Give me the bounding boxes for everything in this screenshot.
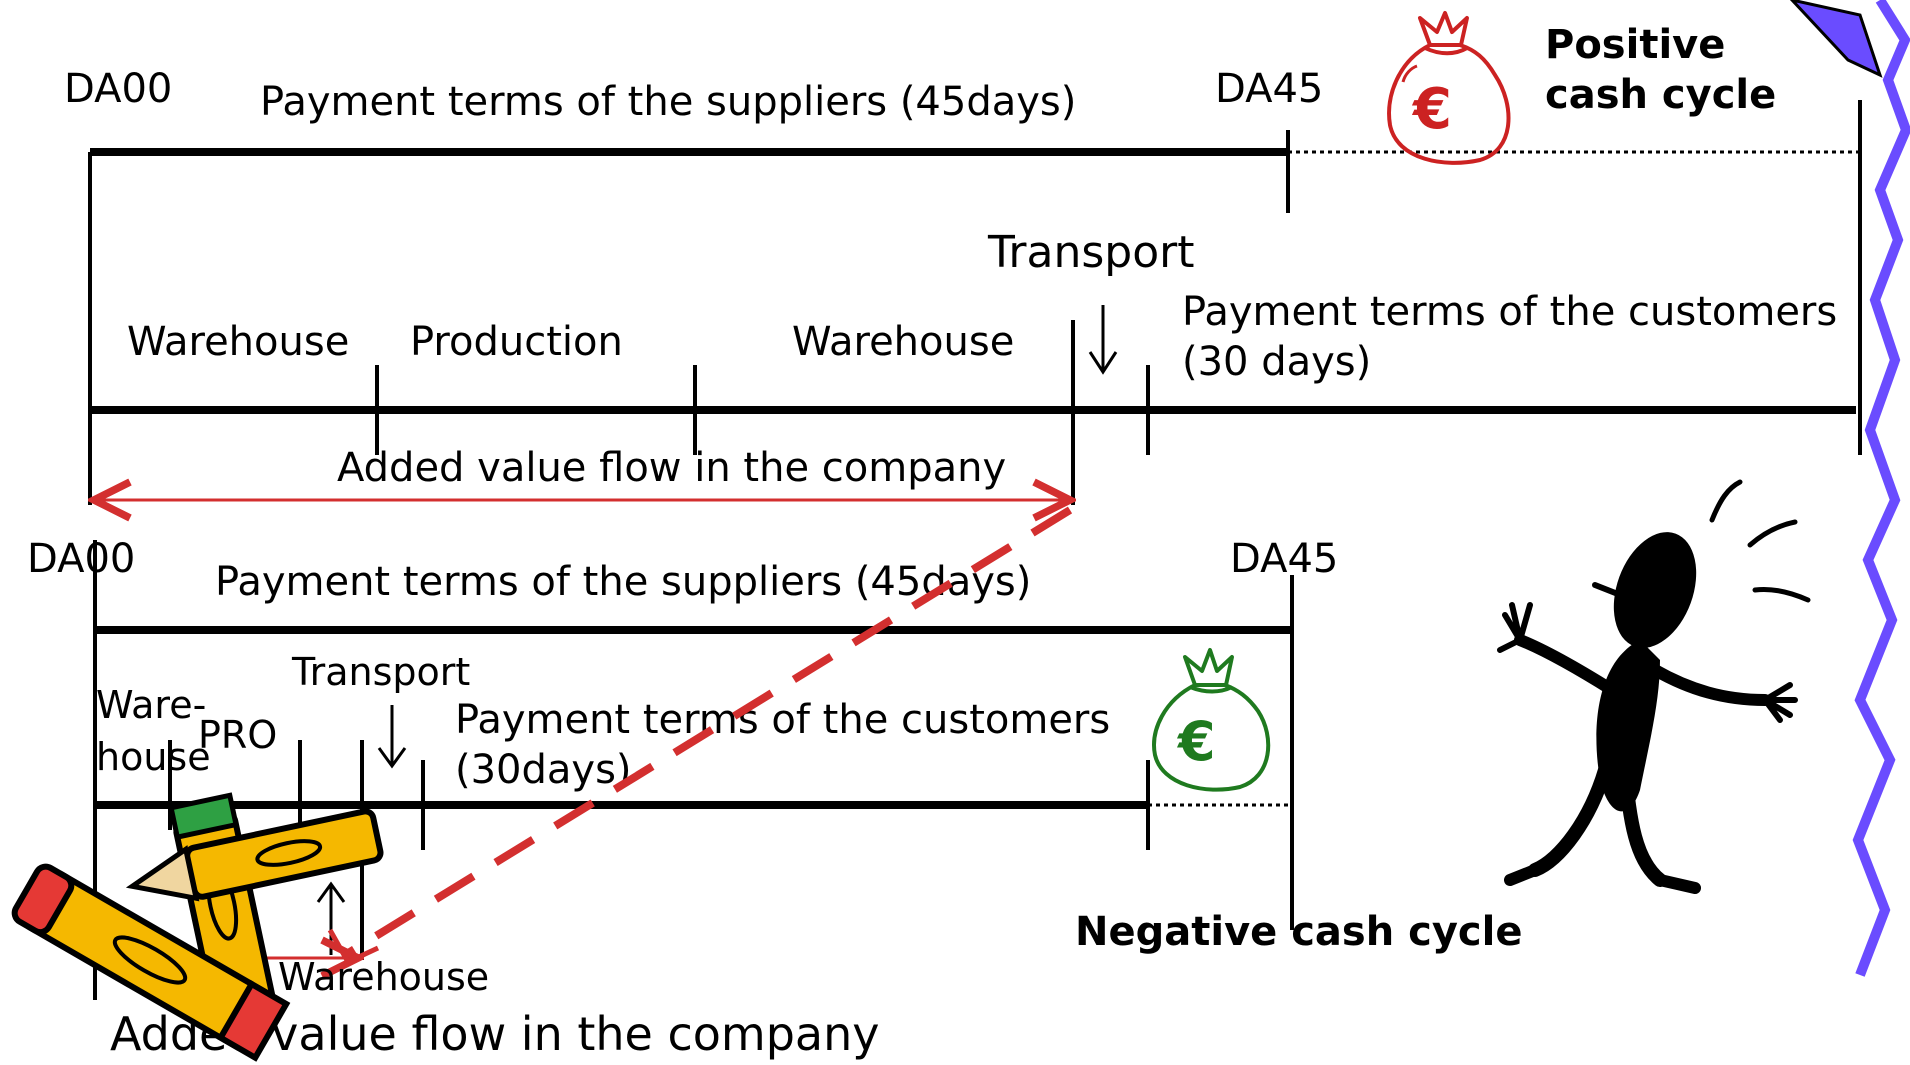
top-warehouse1-label: Warehouse bbox=[127, 319, 349, 365]
top-transport-label: Transport bbox=[987, 227, 1194, 278]
positive-line1: Positive bbox=[1545, 22, 1725, 68]
bottom-warehouse3-label: Warehouse bbox=[278, 955, 489, 999]
bottom-customers-line2: (30days) bbox=[455, 747, 632, 793]
top-production-label: Production bbox=[410, 319, 623, 365]
pencils-icon bbox=[11, 792, 384, 1062]
bottom-da45-label: DA45 bbox=[1230, 536, 1338, 582]
bottom-transport-arrow-icon bbox=[377, 705, 407, 769]
bottom-suppliers-label: Payment terms of the suppliers (45days) bbox=[215, 559, 1031, 605]
negative-cash-cycle-label: Negative cash cycle bbox=[1075, 909, 1522, 955]
top-da45-label: DA45 bbox=[1215, 66, 1323, 112]
bottom-da00-label: DA00 bbox=[27, 536, 135, 582]
top-da00-label: DA00 bbox=[64, 66, 172, 112]
bottom-customers-line1: Payment terms of the customers bbox=[455, 697, 1110, 743]
top-warehouse2-label: Warehouse bbox=[792, 319, 1014, 365]
top-added-value-label: Added value flow in the company bbox=[337, 445, 1006, 491]
bottom-transport-label: Transport bbox=[291, 650, 470, 694]
bottom-timeline: DA00 DA45 Payment terms of the suppliers… bbox=[27, 536, 1522, 1061]
top-transport-arrow-icon bbox=[1088, 305, 1118, 375]
bottom-pro-label: PRO bbox=[198, 713, 277, 757]
top-customers-line2: (30 days) bbox=[1182, 339, 1371, 385]
bottom-warehouse-line2: house bbox=[96, 735, 211, 779]
svg-text:€: € bbox=[1411, 77, 1452, 142]
lightning-bolt-icon bbox=[1789, 0, 1910, 977]
stick-figure-icon bbox=[1497, 479, 1811, 894]
dashed-connection-arrow bbox=[342, 506, 1073, 959]
bottom-warehouse-line1: Ware- bbox=[96, 683, 206, 727]
positive-line2: cash cycle bbox=[1545, 72, 1776, 118]
money-bag-green-icon: € bbox=[1152, 648, 1271, 792]
top-timeline: DA00 DA45 Payment terms of the suppliers… bbox=[64, 22, 1862, 505]
dashed-arrow-head bbox=[327, 928, 380, 966]
money-bag-red-icon: € bbox=[1387, 11, 1511, 165]
top-customers-line1: Payment terms of the customers bbox=[1182, 289, 1837, 335]
svg-text:€: € bbox=[1176, 710, 1216, 773]
top-suppliers-label: Payment terms of the suppliers (45days) bbox=[260, 79, 1076, 125]
